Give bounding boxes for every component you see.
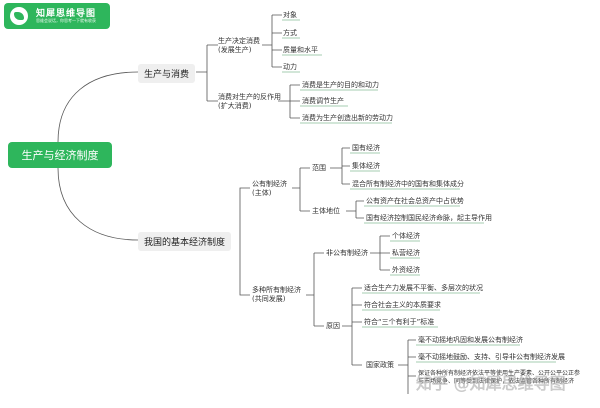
node-public-ownership[interactable]: 公有制经济 (主体) xyxy=(252,180,287,198)
branch-economic-system[interactable]: 我国的基本经济制度 xyxy=(138,232,232,251)
brand-tagline: 思维会说话，你思考一下就有收获 xyxy=(36,18,96,23)
node-label-line: (主体) xyxy=(252,188,272,197)
node-state-policy[interactable]: 国家政策 xyxy=(366,361,394,369)
node-label-line: (扩大消费) xyxy=(218,101,252,110)
leaf-item[interactable]: 适合生产力发展不平衡、多层次的状况 xyxy=(364,284,483,292)
node-dominant-status[interactable]: 主体地位 xyxy=(312,207,340,215)
node-non-public[interactable]: 非公有制经济 xyxy=(326,249,368,257)
leaf-item[interactable]: 消费调节生产 xyxy=(302,97,344,105)
leaf-item[interactable]: 方式 xyxy=(283,29,297,37)
leaf-item[interactable]: 个体经济 xyxy=(392,232,420,240)
node-scope[interactable]: 范围 xyxy=(312,164,326,172)
node-consumption-reaction[interactable]: 消费对生产的反作用 (扩大消费) xyxy=(218,93,281,111)
node-label-line: (共同发展) xyxy=(252,294,286,303)
leaf-item[interactable]: 外资经济 xyxy=(392,266,420,274)
brand-name: 知犀思维导图 xyxy=(36,9,97,19)
leaf-item[interactable]: 符合社会主义的本质要求 xyxy=(364,301,441,309)
leaf-item[interactable]: 私营经济 xyxy=(392,249,420,257)
leaf-item[interactable]: 消费为生产创造出新的劳动力 xyxy=(302,114,393,122)
node-label-line: 消费对生产的反作用 xyxy=(218,93,281,101)
node-label-line: (发展生产) xyxy=(218,45,252,54)
leaf-item[interactable]: 保证各种所有制经济依法平等使用生产要素、公开公平公正参与市场竞争、同等受到法律保… xyxy=(418,370,581,386)
node-multi-ownership[interactable]: 多种所有制经济 (共同发展) xyxy=(252,286,301,304)
leaf-item[interactable]: 质量和水平 xyxy=(283,46,318,54)
leaf-item[interactable]: 对象 xyxy=(283,11,297,19)
node-label-line: 公有制经济 xyxy=(252,180,287,188)
leaf-item[interactable]: 国有经济控制国民经济命脉，起主导作用 xyxy=(366,214,492,222)
leaf-item[interactable]: 集体经济 xyxy=(352,162,380,170)
leaf-item[interactable]: 消费是生产的目的和动力 xyxy=(302,81,379,89)
node-reasons[interactable]: 原因 xyxy=(326,322,340,330)
leaf-item[interactable]: 公有资产在社会总资产中占优势 xyxy=(366,197,464,205)
brand-logo: 知犀思维导图 思维会说话，你思考一下就有收获 xyxy=(4,3,110,29)
leaf-item[interactable]: 毫不动摇地鼓励、支持、引导非公有制经济发展 xyxy=(418,353,565,361)
node-label-line: 多种所有制经济 xyxy=(252,286,301,294)
node-production-determines[interactable]: 生产决定消费 (发展生产) xyxy=(218,37,260,55)
root-node[interactable]: 生产与经济制度 xyxy=(8,142,112,168)
leaf-item[interactable]: 混合所有制经济中的国有和集体成分 xyxy=(352,180,464,188)
leaf-item[interactable]: 国有经济 xyxy=(352,144,380,152)
leaf-item[interactable]: 动力 xyxy=(283,63,297,71)
leaf-item[interactable]: 毫不动摇地巩固和发展公有制经济 xyxy=(418,336,523,344)
branch-consumption[interactable]: 生产与消费 xyxy=(138,64,196,83)
leaf-item[interactable]: 符合“三个有利于”标准 xyxy=(364,318,435,326)
rhino-icon xyxy=(10,7,28,25)
watermark: 知乎 @知犀思维导图 xyxy=(416,374,566,393)
node-label-line: 生产决定消费 xyxy=(218,37,260,45)
